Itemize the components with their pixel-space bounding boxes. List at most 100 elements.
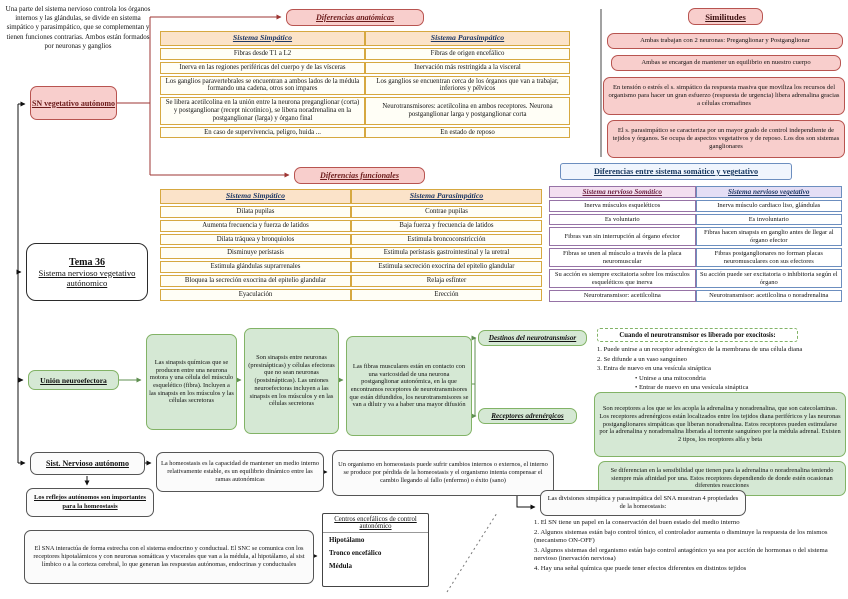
similitud-text: Ambas se encargan de mantener un equilib… [641, 58, 811, 66]
anatomicas-table: Sistema Simpático Sistema Parasimpático … [160, 29, 570, 140]
table-cell: Su acción es siempre excitatoria sobre l… [549, 269, 696, 289]
table-cell: Neurotransmisores: acetilcolina en ambos… [365, 97, 570, 125]
table-cell: Bloquea la secreción exocrina del epitel… [160, 275, 351, 287]
table-row: Disminuye perístasis Estimula perístasis… [160, 247, 542, 260]
similitud-text: En tensión o estrés el s. simpático da r… [608, 83, 840, 108]
label-diferencias-anatomicas: Diferencias anatómicas [316, 13, 394, 22]
receptores-descripcion-box: Son receptores a los que se les acopla l… [594, 392, 846, 457]
similitud-item: El s. parasimpático se caracteriza por u… [607, 120, 845, 158]
list-item: 3. Algunos sistemas del organismo están … [534, 546, 828, 563]
table-cell: Los ganglios paravertebrales se encuentr… [160, 75, 365, 96]
table-cell: Aumenta frecuencia y fuerza de latidos [160, 219, 351, 232]
table-cell: Contrae pupilas [351, 205, 542, 218]
table-header: Sistema Simpático [160, 31, 365, 46]
sinapsis-text: Las sinapsis químicas que se producen en… [149, 358, 234, 405]
table-cell: Inerva músculos esqueléticos [549, 200, 696, 212]
organismo-homeostasis-box: Un organismo en homeostasis puede sufrir… [332, 450, 554, 496]
table-row: Aumenta frecuencia y fuerza de latidos B… [160, 219, 542, 232]
table-row: Los ganglios paravertebrales se encuentr… [160, 75, 570, 96]
table-cell: En caso de supervivencia, peligro, huida… [160, 126, 365, 139]
table-cell: Es involuntario [695, 213, 842, 226]
table-row: Neurotransmisor: acetilcolina Neurotrans… [549, 290, 842, 302]
similitud-text: Ambas trabajan con 2 neuronas: Pregangli… [640, 36, 810, 44]
table-cell: Neurotransmisor: acetilcolina o noradren… [695, 290, 842, 302]
tema-title: Tema 36 [68, 256, 106, 268]
table-cell: Inerva músculo cardiaco liso, glándulas [695, 200, 842, 212]
sinapsis-quimicas-box: Las sinapsis químicas que se producen en… [146, 334, 237, 430]
list-item: • Entrar de nuevo en una vesícula sinápt… [635, 384, 749, 392]
table-row: Inerva músculos esqueléticos Inerva músc… [549, 200, 842, 212]
similitud-item: En tensión o estrés el s. simpático da r… [603, 77, 845, 115]
table-cell: Inerva en las regiones periféricas del c… [160, 61, 365, 74]
receptores-text: Se diferencian en la sensibilidad que ti… [610, 466, 834, 490]
table-row: En caso de supervivencia, peligro, huida… [160, 126, 570, 139]
table-cell: Relaja esfínter [351, 275, 542, 287]
table-header: Sistema Parasimpático [351, 189, 542, 204]
homeostasis-text: La homeostasis es la capacidad de manten… [160, 460, 320, 483]
destinos-header: Cuando el neurotransmisor es liberado po… [619, 331, 776, 339]
table-cell: En estado de reposo [365, 126, 570, 139]
table-header: Sistema Parasimpático [365, 31, 570, 46]
table-cell: Estimula secreción exocrina del epitelio… [351, 261, 542, 274]
table-row: Dilata pupilas Contrae pupilas [160, 205, 542, 218]
table-row: Fibras desde T1 a L2 Fibras de origen en… [160, 47, 570, 60]
node-reflejos: Los reflejos autónomos son importantes p… [34, 494, 146, 510]
table-row: Su acción es siempre excitatoria sobre l… [549, 269, 842, 289]
destinos-list: 1. Puede unirse a un receptor adrenérgic… [597, 346, 847, 394]
table-cell: Dilata pupilas [160, 205, 351, 218]
table-cell: Fibras se unen al músculo a través de la… [549, 248, 696, 268]
table-row: Dilata tráquea y bronquiolos Estimula br… [160, 233, 542, 246]
table-cell: Fibras de origen encefálico [365, 47, 570, 60]
centros-item: Tronco encefálico [329, 549, 382, 557]
similitud-item: Ambas se encargan de mantener un equilib… [611, 55, 841, 71]
table-cell: Inervación más restringida a la visceral [365, 61, 570, 74]
label-similitudes: Similitudes [705, 11, 746, 22]
table-cell: Fibras hacen sinapsis en ganglio antes d… [695, 227, 842, 247]
label-destinos-neurotransmisor: Destinos del neurotransmisor [488, 334, 577, 342]
table-cell: Neurotransmisor: acetilcolina [549, 290, 696, 302]
table-cell: Se libera acetilcolina en la unión entre… [160, 97, 365, 125]
node-tema36: Tema 36 Sistema nervioso vegetativo autó… [26, 243, 148, 301]
sinapsis-text: Son sinapsis entre neuronas (presináptic… [248, 354, 335, 408]
table-header: Sistema nervioso Somático [549, 186, 696, 199]
table-row: Bloquea la secreción exocrina del epitel… [160, 275, 542, 287]
table-row: Sistema Simpático Sistema Parasimpático [160, 31, 570, 46]
centros-item: Médula [329, 562, 352, 570]
node-sn-vegetativo: SN vegetativo autónomo [31, 98, 116, 108]
sinapsis-text: Las fibras musculares están en contacto … [349, 362, 469, 409]
homeostasis-definicion-box: La homeostasis es la capacidad de manten… [156, 452, 324, 492]
label-diferencias-funcionales: Diferencias funcionales [320, 171, 399, 180]
table-cell: Estimula broncoconstricción [351, 233, 542, 246]
list-item: • Unirse a una mitocondria [635, 374, 706, 382]
receptores-text: Son receptores a los que se les acopla l… [599, 405, 841, 444]
table-cell: Baja fuerza y frecuencia de latidos [351, 219, 542, 232]
list-item: 3. Entra de nuevo en una vesícula sinápt… [597, 365, 711, 373]
funcionales-table: Sistema Simpático Sistema Parasimpático … [160, 187, 542, 303]
homeostasis-text: Un organismo en homeostasis puede sufrir… [338, 461, 548, 484]
similitud-item: Ambas trabajan con 2 neuronas: Pregangli… [607, 33, 843, 49]
centros-title: Centros encefálicos de control autonómic… [323, 514, 428, 533]
table-cell: Fibras van sin interrupción al órgano ef… [549, 227, 696, 247]
label-somatico-vegetativo: Diferencias entre sistema somático y veg… [593, 167, 759, 176]
table-cell: Estimula glándulas suprarrenales [160, 261, 351, 274]
node-union-neuroefectora: Unión neuroefectora [40, 375, 107, 385]
table-cell: Erección [351, 288, 542, 301]
union-neuroefectora-def-box: Son sinapsis entre neuronas (presináptic… [244, 328, 339, 434]
list-item: 2. Algunos sistemas están bajo control t… [534, 528, 828, 545]
table-cell: Estimula perístasis gastrointestinal y l… [351, 247, 542, 260]
divisiones-sna-box: Las divisiones simpática y parasimpática… [540, 490, 746, 516]
table-cell: Fibras postganglionares no forman placas… [695, 248, 842, 268]
fibras-musculares-box: Las fibras musculares están en contacto … [346, 336, 472, 436]
centros-item: Hipotálamo [329, 536, 365, 544]
table-cell: Disminuye perístasis [160, 247, 351, 260]
table-row: Sistema Simpático Sistema Parasimpático [160, 189, 542, 204]
table-header: Sistema nervioso vegetativo [695, 186, 842, 199]
table-header: Sistema Simpático [160, 189, 351, 204]
intro-paragraph: Una parte del sistema nervioso controla … [5, 5, 151, 50]
list-item: 1. Puede unirse a un receptor adrenérgic… [597, 346, 803, 353]
list-item: 1. El SN tiene un papel en la conservaci… [534, 519, 740, 526]
sna-text: El SNA interactúa de forma estrecha con … [33, 545, 305, 568]
table-cell: Fibras desde T1 a L2 [160, 47, 365, 60]
similitud-text: El s. parasimpático se caracteriza por u… [612, 126, 840, 151]
